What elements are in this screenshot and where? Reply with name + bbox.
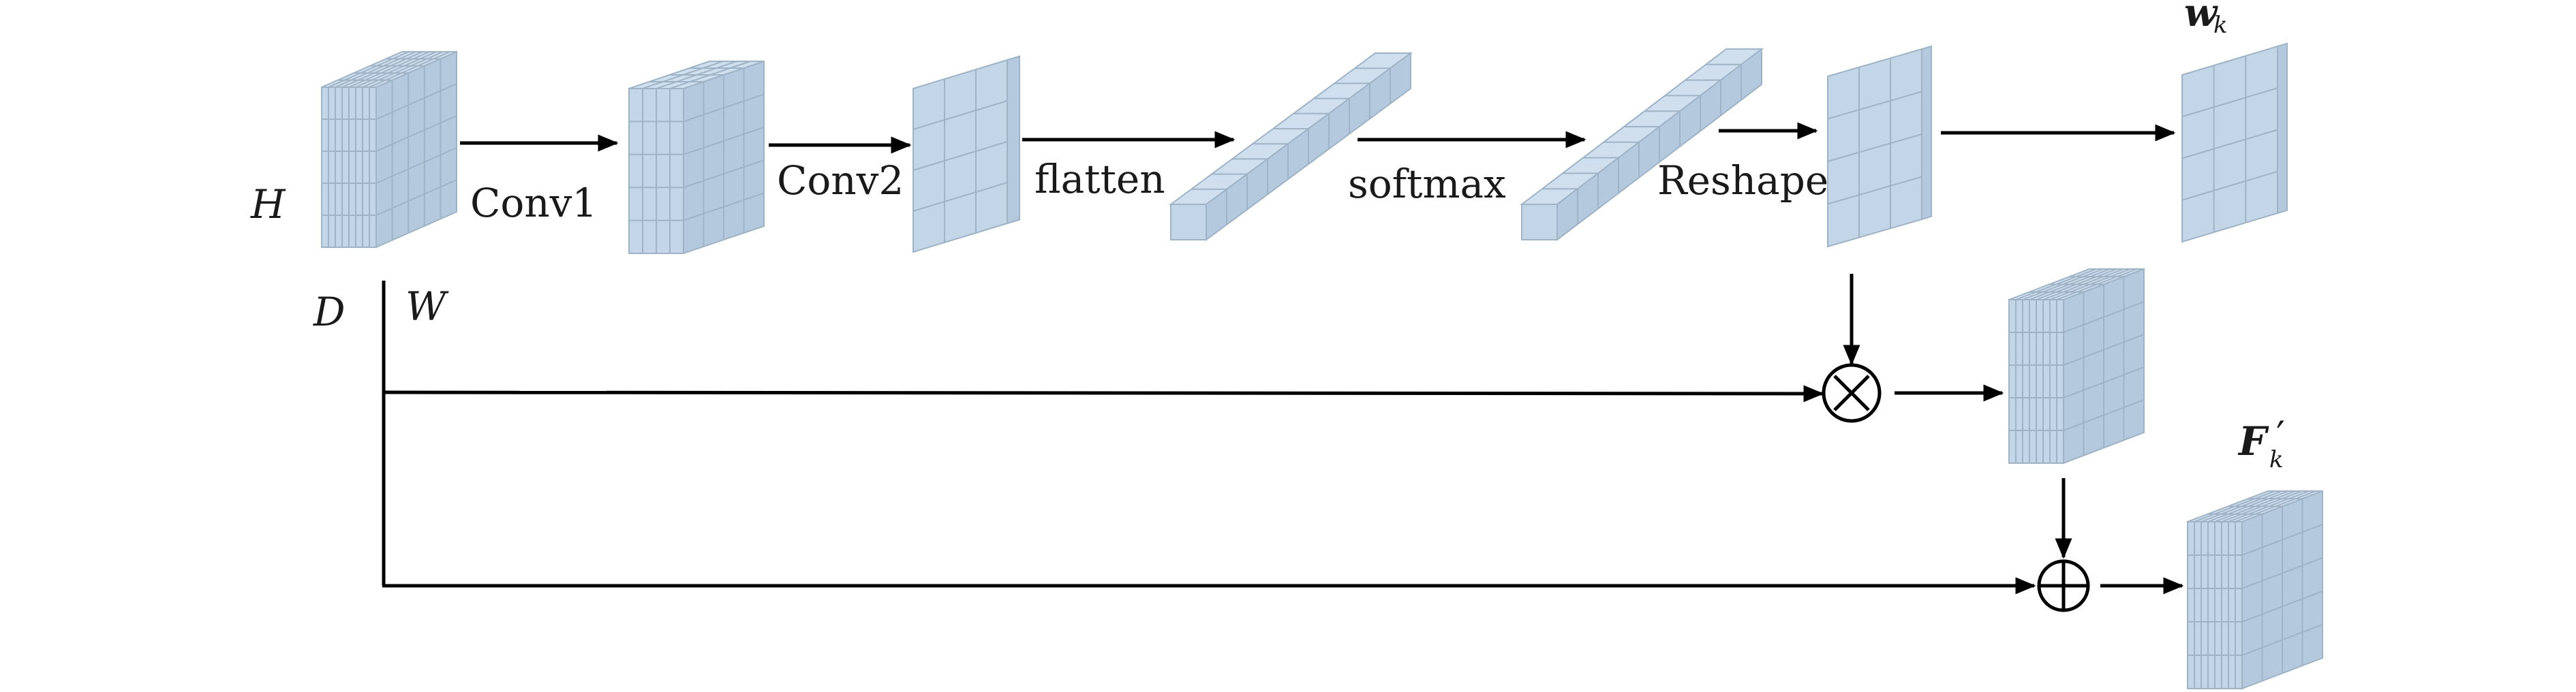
feature-label-main: F (2237, 418, 2269, 465)
softmax-vector (1520, 47, 1764, 242)
feature-label-prime: ′ (2276, 413, 2285, 459)
conv1-label: Conv1 (470, 180, 597, 226)
skip-connections (382, 281, 2036, 595)
conv1-output-tensor (628, 60, 765, 255)
add-operator (2037, 559, 2090, 612)
weight-label-main: w (2184, 0, 2218, 35)
input-tensor (321, 50, 457, 249)
flow-arrows (460, 122, 2184, 595)
height-label: H (250, 181, 286, 227)
flatten-vector (1168, 52, 1413, 241)
reshape-label: Reshape (1657, 157, 1828, 204)
flatten-label: flatten (1034, 156, 1165, 202)
weight-output-label: w k (2184, 0, 2228, 39)
conv2-output-slab (913, 55, 1020, 253)
weight-label-sub: k (2213, 12, 2228, 39)
softmax-label: softmax (1348, 161, 1506, 207)
conv2-label: Conv2 (777, 157, 904, 204)
skip-to-multiply (383, 385, 1824, 403)
output-feature-tensor (2187, 490, 2323, 690)
multiply-operator (1822, 363, 1882, 423)
product-tensor (2008, 268, 2145, 465)
reshape-output-slab (1827, 45, 1932, 248)
weight-output-slab (2181, 42, 2288, 243)
width-label: W (405, 283, 449, 330)
feature-output-label: F k ′ (2237, 413, 2285, 473)
depth-label: D (313, 289, 346, 335)
feature-label-sub: k (2269, 446, 2284, 473)
